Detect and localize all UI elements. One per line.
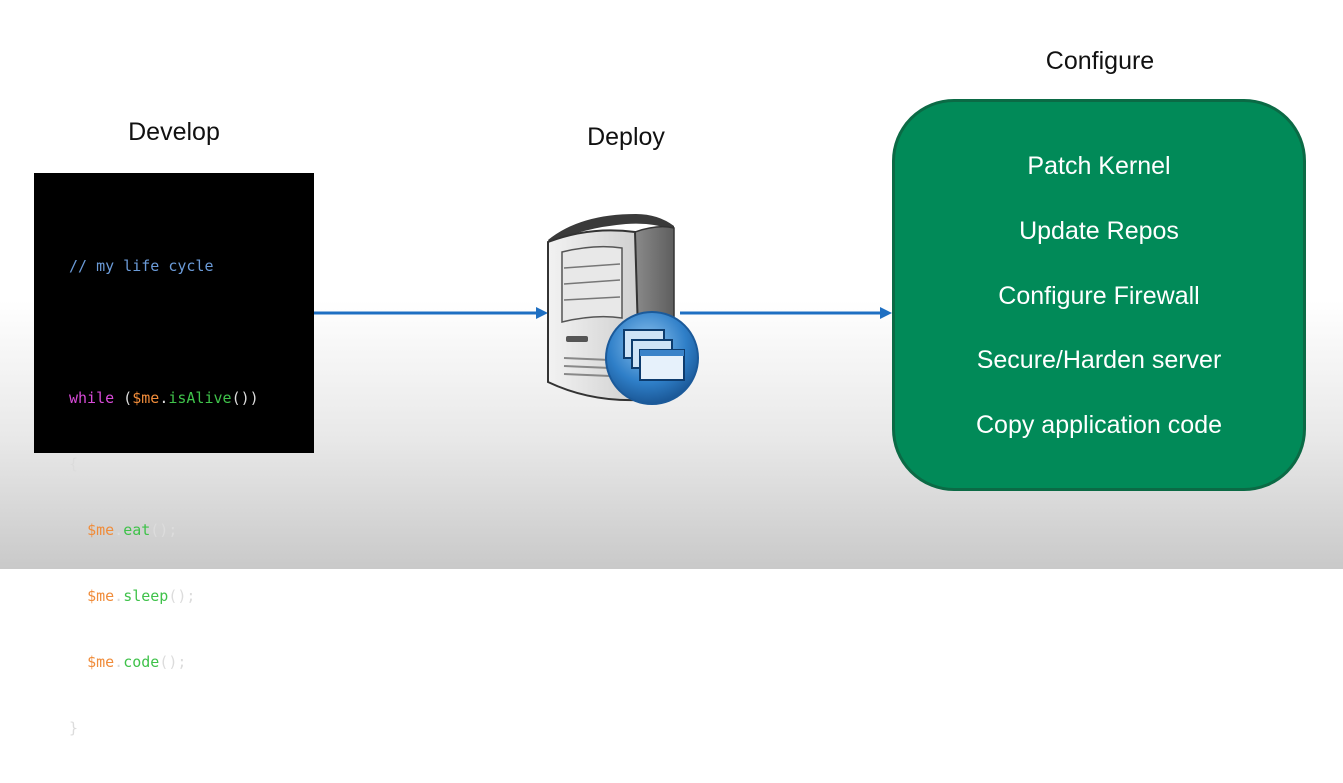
code-statement-line: $me.code(); — [69, 651, 259, 673]
code-method: isAlive — [168, 389, 232, 407]
code-statement-line: $me.eat(); — [69, 519, 259, 541]
configure-steps-box: Patch Kernel Update Repos Configure Fire… — [892, 99, 1306, 491]
code-block: // my life cycle while ($me.isAlive()) {… — [69, 211, 259, 783]
server-top — [548, 214, 674, 244]
drive-bay — [561, 245, 623, 323]
develop-label: Develop — [128, 118, 220, 146]
app-windows-icon — [623, 329, 685, 381]
configure-step: Copy application code — [976, 411, 1222, 439]
vent-line — [563, 373, 611, 377]
code-variable: $me — [87, 653, 115, 671]
configure-step: Update Repos — [1019, 217, 1179, 245]
arrow-head — [536, 307, 548, 319]
code-method: eat — [123, 521, 151, 539]
server-tower-icon — [547, 214, 699, 405]
deploy-to-configure-arrow — [680, 307, 892, 319]
code-punct: ()) — [231, 389, 259, 407]
configure-step: Secure/Harden server — [976, 346, 1222, 374]
code-method: sleep — [123, 587, 169, 605]
vent-line — [563, 365, 611, 369]
develop-to-deploy-arrow — [314, 307, 548, 319]
window-bar — [640, 350, 684, 356]
code-punct: . — [114, 587, 124, 605]
code-comment: // my life cycle — [69, 257, 214, 275]
code-punct: . — [159, 389, 169, 407]
code-statement-line: $me.sleep(); — [69, 585, 259, 607]
vent-line — [563, 357, 611, 361]
arrow-head — [880, 307, 892, 319]
code-brace-open-line: { — [69, 453, 259, 475]
code-variable: $me — [132, 389, 160, 407]
code-snippet-panel: // my life cycle while ($me.isAlive()) {… — [34, 173, 314, 737]
bay-line — [563, 263, 621, 269]
configure-label: Configure — [1045, 47, 1155, 75]
code-punct: . — [114, 653, 124, 671]
bay-line — [563, 296, 621, 301]
code-punct: (); — [168, 587, 196, 605]
power-slot — [566, 336, 588, 342]
configure-step: Patch Kernel — [1027, 152, 1171, 180]
code-brace: } — [69, 719, 79, 737]
code-punct: (); — [159, 653, 187, 671]
code-comment-line: // my life cycle — [69, 255, 259, 277]
code-brace-close-line: } — [69, 717, 259, 739]
code-method: code — [123, 653, 160, 671]
deploy-label: Deploy — [587, 123, 665, 151]
code-keyword: while — [69, 389, 115, 407]
code-blank-line — [69, 321, 259, 343]
code-brace: { — [69, 455, 79, 473]
code-variable: $me — [87, 521, 115, 539]
bay-line — [563, 279, 621, 285]
code-punct: (); — [150, 521, 178, 539]
code-punct: . — [114, 521, 124, 539]
configure-step: Configure Firewall — [998, 282, 1200, 310]
code-while-line: while ($me.isAlive()) — [69, 387, 259, 409]
code-variable: $me — [87, 587, 115, 605]
code-punct: ( — [114, 389, 133, 407]
